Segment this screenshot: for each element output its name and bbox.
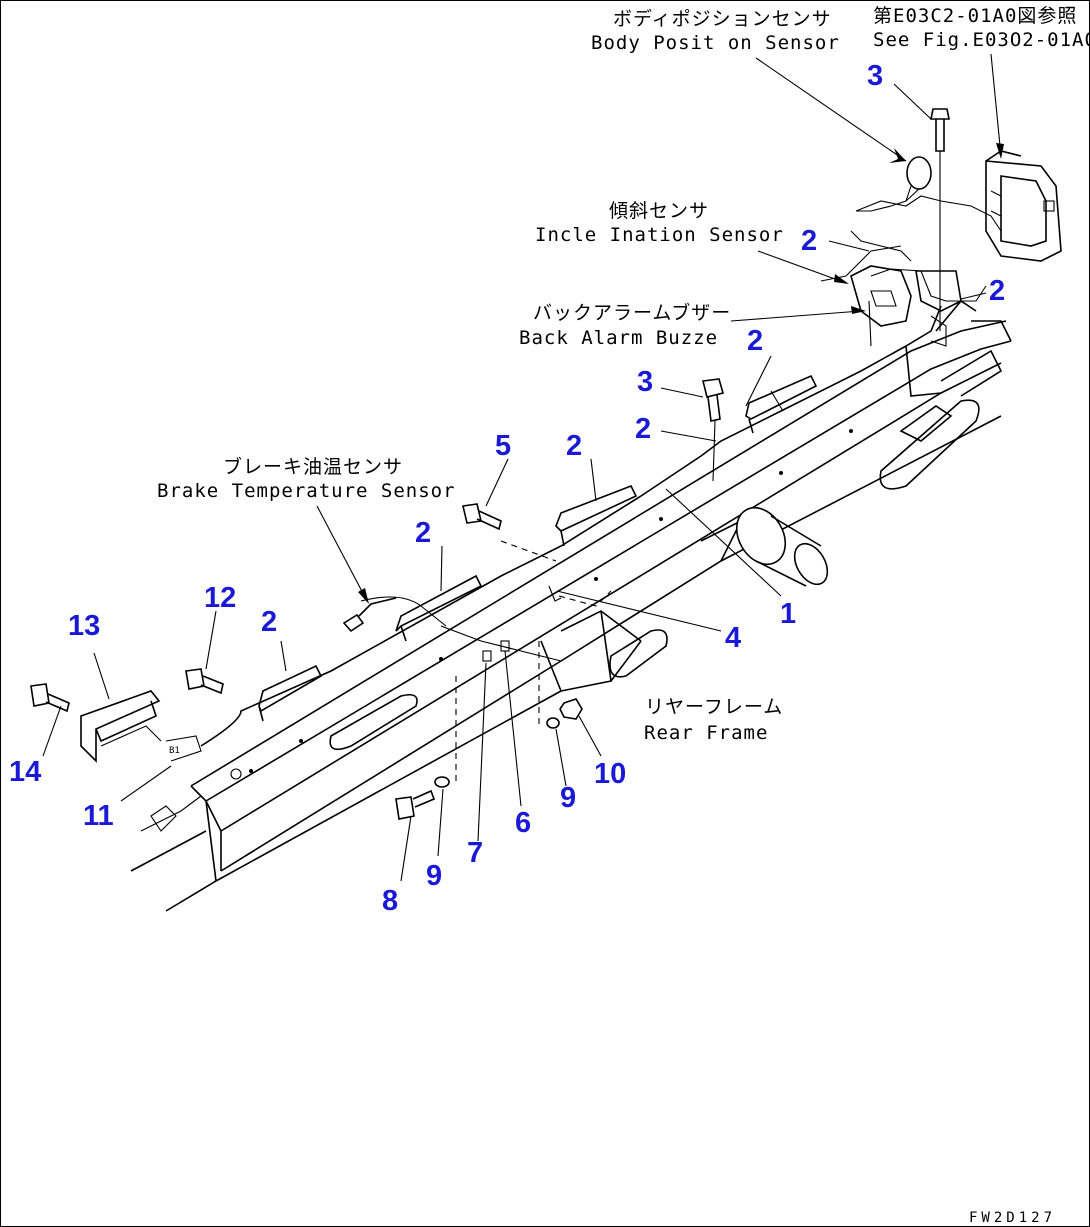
hardware: B1 [30, 108, 950, 820]
incline-jp-label: 傾斜センサ [609, 200, 709, 222]
rear-frame-jp-label: リヤーフレーム [645, 696, 783, 718]
leader-lines [42, 53, 1004, 882]
callout-2-inclination: 2 [801, 225, 817, 257]
rear-frame-en-label: Rear Frame [644, 722, 768, 744]
callout-9-right: 9 [560, 782, 576, 814]
callout-12: 12 [204, 582, 236, 614]
callout-2-bracket: 2 [989, 275, 1005, 307]
figure-code: FW2D127 [969, 1210, 1056, 1226]
callout-3-lower: 3 [637, 366, 653, 398]
see-fig-en-label: See Fig.E03O2-01A0 [873, 29, 1090, 51]
callout-numbers: 3 2 2 2 3 2 2 5 2 1 4 12 2 13 14 11 10 9… [9, 60, 1005, 917]
callout-2-front: 2 [261, 606, 277, 638]
callout-2-rear-clamp: 2 [747, 325, 763, 357]
body-sensor-jp-label: ボディポジションセンサ [613, 8, 832, 30]
text-labels: ボディポジションセンサ Body Posit on Sensor 第E03C2-… [157, 5, 1090, 1226]
body-sensor-en-label: Body Posit on Sensor [591, 32, 840, 54]
callout-6: 6 [515, 807, 531, 839]
sensor-bracket [985, 150, 1062, 262]
callout-13: 13 [68, 610, 100, 642]
plate-marking: B1 [169, 746, 180, 756]
callout-2-center: 2 [566, 430, 582, 462]
callout-9-left: 9 [426, 860, 442, 892]
inclination-sensor-and-buzzer [850, 265, 962, 347]
incline-en-label: Incle Ination Sensor [535, 224, 784, 246]
callout-1: 1 [780, 598, 796, 630]
callout-11: 11 [83, 800, 114, 832]
brake-jp-label: ブレーキ油温センサ [223, 455, 403, 478]
callout-8: 8 [382, 885, 398, 917]
callout-2-mid: 2 [635, 413, 651, 445]
wire-clamps [258, 374, 818, 722]
callout-7: 7 [467, 837, 483, 869]
rear-frame [130, 299, 1012, 912]
body-position-sensor [856, 156, 932, 212]
callout-3-upper: 3 [867, 60, 883, 92]
alarm-en-label: Back Alarm Buzze [519, 327, 718, 349]
callout-5: 5 [495, 430, 511, 462]
callout-4: 4 [725, 622, 741, 654]
callout-2-front-mid: 2 [415, 517, 431, 549]
brake-en-label: Brake Temperature Sensor [157, 480, 456, 502]
dashed-guides [455, 540, 612, 781]
see-fig-jp-label: 第E03C2-01A0図参照 [873, 5, 1077, 27]
callout-10: 10 [594, 758, 626, 790]
callout-14: 14 [9, 756, 41, 788]
alarm-jp-label: バックアラームブザー [533, 301, 731, 324]
